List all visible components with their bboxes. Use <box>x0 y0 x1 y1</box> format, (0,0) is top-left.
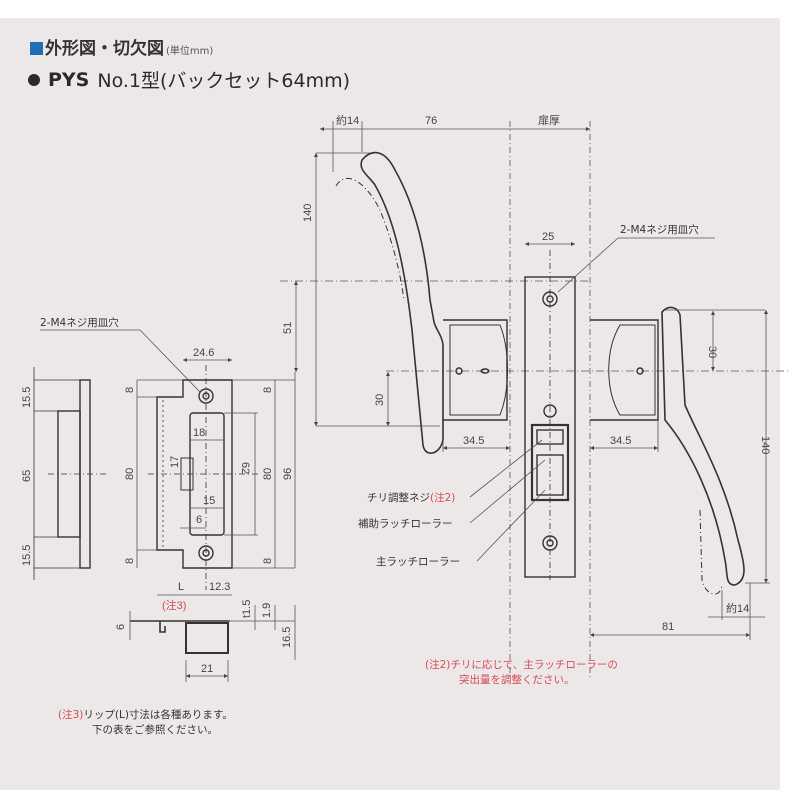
note2-line2: 突出量を調整ください。 <box>459 674 575 686</box>
model-title: PYS No.1型(バックセット64mm) <box>28 66 350 93</box>
label-aux-latch-roller: 補助ラッチローラー <box>358 517 453 530</box>
section-title: 外形図・切欠図 <box>45 39 164 59</box>
dim-80-left: 80 <box>124 468 136 480</box>
dim-51: 51 <box>282 322 294 334</box>
strike-dimension-lines <box>136 358 296 596</box>
dim-15: 15 <box>203 495 215 507</box>
label-screw-hole-right: 2-M4ネジ用皿穴 <box>620 223 699 236</box>
dim-65: 65 <box>21 470 33 482</box>
dim-1-9: 1.9 <box>261 603 273 618</box>
dim-L: L <box>178 581 184 593</box>
note-2: (注2)チリに応じて、主ラッチローラーの 突出量を調整ください。 <box>425 658 618 688</box>
dim-30-right: 30 <box>706 346 718 358</box>
strike-front-view <box>148 365 260 590</box>
dim-80-right: 80 <box>262 468 274 480</box>
dim-17: 17 <box>169 456 181 468</box>
dim-door-thickness: 扉厚 <box>538 114 560 127</box>
leader-lines <box>40 237 715 562</box>
dim-25: 25 <box>542 231 554 243</box>
dim-34-5-left: 34.5 <box>463 435 484 447</box>
top-dimension-lines <box>320 121 591 680</box>
right-lever-handle <box>661 306 745 595</box>
dim-t1-5: t1.5 <box>241 600 253 618</box>
unit-label: (単位mm) <box>166 46 214 57</box>
dim-30-left: 30 <box>374 394 386 406</box>
dim-21: 21 <box>201 663 213 675</box>
left-lever-handle <box>335 151 444 454</box>
dim-34-5-right: 34.5 <box>610 435 631 447</box>
dim-12-3: 12.3 <box>209 581 230 593</box>
dim-6: 6 <box>196 514 202 526</box>
latch-face-plate <box>524 250 576 580</box>
section-marker-icon <box>30 42 43 55</box>
dim-approx14-top: 約14 <box>336 113 359 127</box>
dim-96: 96 <box>282 468 294 480</box>
dim-140-left: 140 <box>302 204 314 222</box>
dim-18: 18 <box>193 427 205 439</box>
note2-line1: (注2)チリに応じて、主ラッチローラーの <box>425 659 618 671</box>
label-chiri-screw: チリ調整ネジ(注2) <box>367 491 455 504</box>
dim-15-5-bottom: 15.5 <box>21 545 33 566</box>
dim-15-5-top: 15.5 <box>21 387 33 408</box>
section-header: 外形図・切欠図 (単位mm) <box>30 34 213 59</box>
model-name: No.1型(バックセット64mm) <box>97 70 351 92</box>
dim-81: 81 <box>662 621 674 633</box>
note3-ref: (注3) <box>58 709 84 721</box>
note3-line2: 下の表をご参照ください。 <box>92 724 218 736</box>
dim-62: 62 <box>239 462 251 474</box>
dim-8-top-right: 8 <box>262 387 274 393</box>
dim-8-bottom-right: 8 <box>262 558 274 564</box>
dim-8-top-left: 8 <box>124 387 136 393</box>
bullet-icon <box>28 73 40 86</box>
dim-24-6: 24.6 <box>193 347 214 359</box>
strike-section-view <box>130 620 230 654</box>
right-rose <box>590 319 659 421</box>
dim-section-6: 6 <box>115 624 127 630</box>
section-dimension-lines <box>129 605 296 682</box>
left-rose <box>443 319 508 421</box>
note3-line1: リップ(L)寸法は各種あります。 <box>83 709 233 721</box>
label-main-latch-roller: 主ラッチローラー <box>376 556 460 568</box>
label-screw-hole-left: 2-M4ネジ用皿穴 <box>40 316 119 329</box>
dim-approx14-bottom: 約14 <box>726 601 749 615</box>
dim-76: 76 <box>425 115 437 127</box>
drawing-sheet <box>0 18 780 790</box>
strike-side-view <box>33 367 108 580</box>
dim-16-5: 16.5 <box>281 627 293 648</box>
note3-ref-mark: (注3) <box>162 598 186 612</box>
dim-8-bottom-left: 8 <box>124 558 136 564</box>
note-3: (注3)リップ(L)寸法は各種あります。 下の表をご参照ください。 <box>58 708 233 738</box>
model-prefix: PYS <box>48 68 90 91</box>
dim-140-right: 140 <box>759 436 771 454</box>
